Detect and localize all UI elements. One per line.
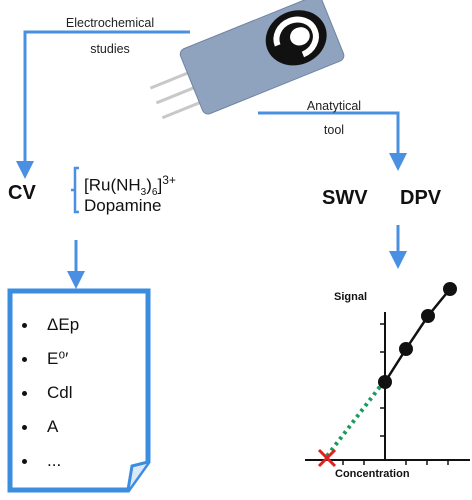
parameter-list: ΔEp E⁰′ Cdl A ... bbox=[22, 308, 142, 478]
y-axis-label: Signal bbox=[334, 291, 368, 303]
data-point bbox=[399, 342, 413, 356]
list-item: ΔEp bbox=[22, 308, 142, 342]
data-point bbox=[443, 282, 457, 296]
list-item: E⁰′ bbox=[22, 342, 142, 376]
swv-label: SWV bbox=[322, 187, 368, 209]
cv-label: CV bbox=[8, 182, 36, 204]
list-item: ... bbox=[22, 444, 142, 478]
intercept-cross-icon bbox=[317, 448, 337, 468]
ru-complex-label: [Ru(NH3)6]3+ bbox=[84, 173, 176, 199]
data-point bbox=[378, 375, 392, 389]
parameter-sheet bbox=[7, 288, 151, 493]
electrode-icon bbox=[149, 0, 345, 120]
probe-bracket bbox=[71, 166, 79, 214]
data-point bbox=[421, 309, 435, 323]
dpv-label: DPV bbox=[400, 187, 442, 209]
calibration-series bbox=[378, 282, 457, 389]
x-axis-label: Concentration bbox=[335, 468, 410, 480]
list-item: Cdl bbox=[22, 376, 142, 410]
arrow-to-swv-dpv bbox=[258, 111, 407, 171]
electrochemical-studies-label: Electrochemical studies bbox=[65, 16, 155, 56]
analytical-tool-label: Anatytical tool bbox=[306, 99, 362, 137]
arrow-to-cv bbox=[16, 30, 190, 179]
dopamine-label: Dopamine bbox=[84, 196, 162, 215]
extrapolation-line bbox=[325, 382, 384, 458]
list-item: A bbox=[22, 410, 142, 444]
